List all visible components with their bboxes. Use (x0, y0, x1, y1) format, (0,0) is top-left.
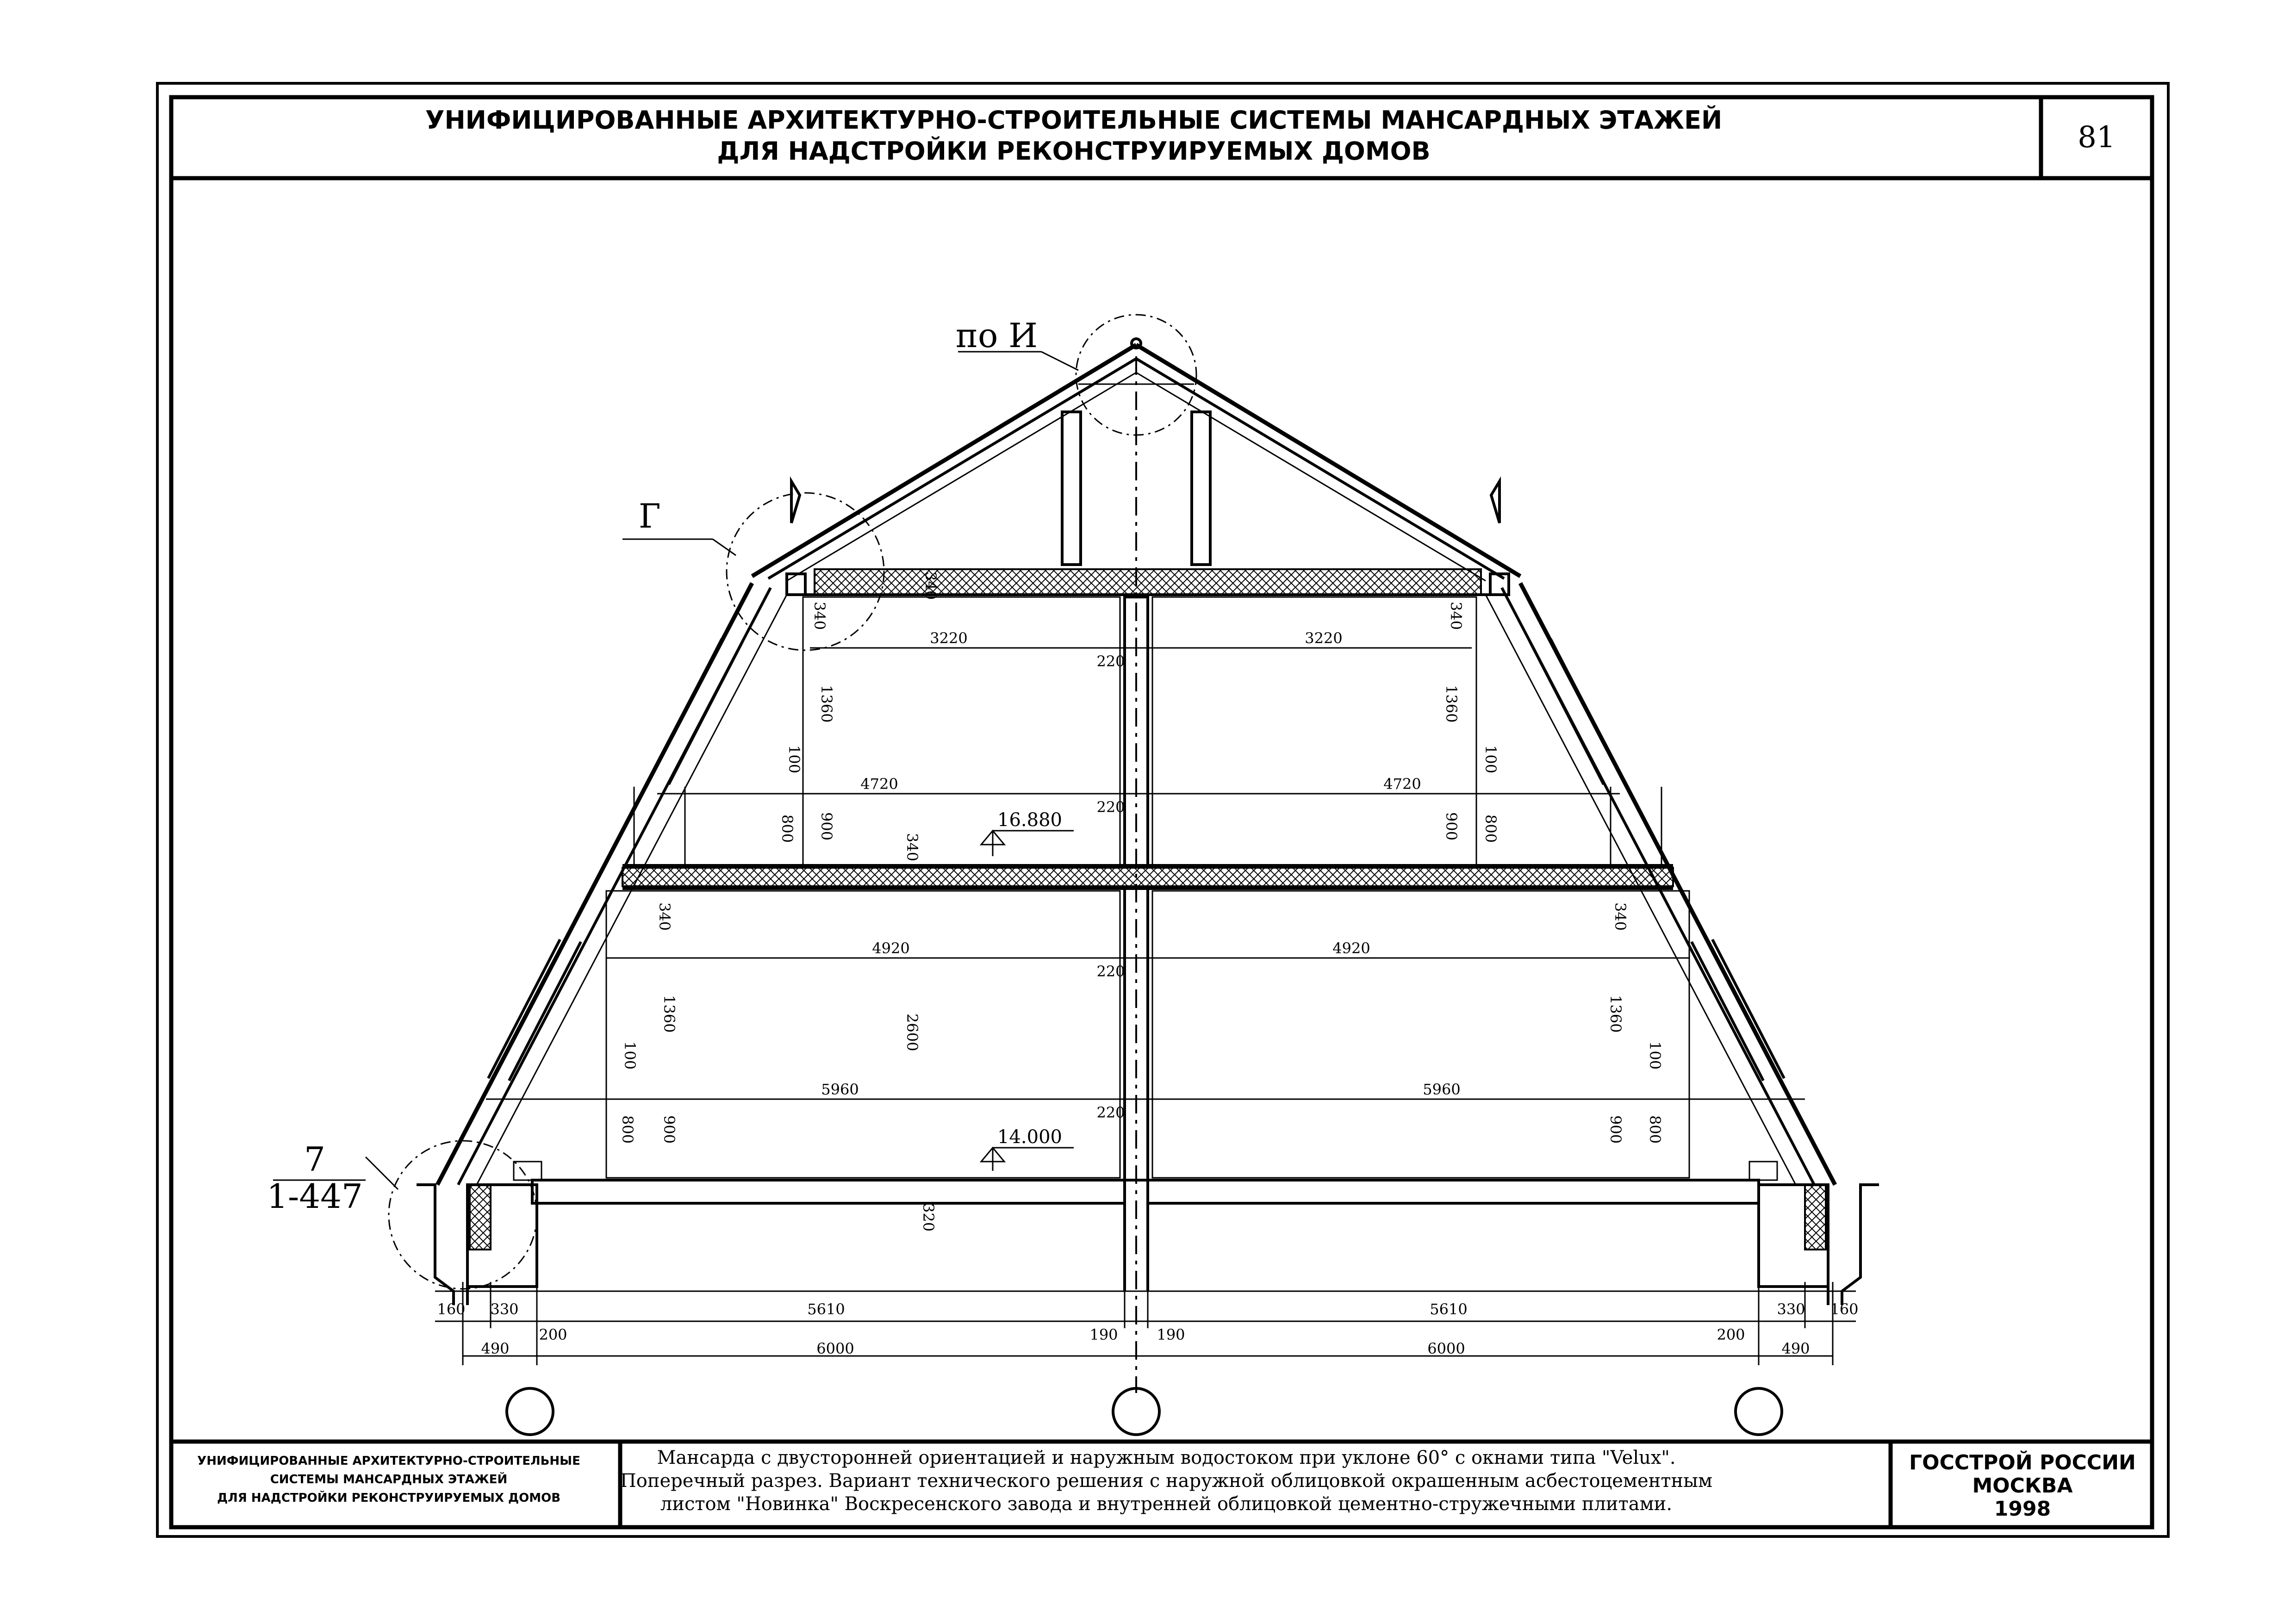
detail-circle-g (726, 492, 885, 651)
dim-220-d: 220 (1096, 1104, 1125, 1121)
callout-eave-bottom: 1-447 (267, 1177, 363, 1216)
dim-5960-right: 5960 (1423, 1081, 1460, 1098)
dim-900-lr: 900 (1607, 1115, 1624, 1144)
dim-3220-right: 3220 (1305, 629, 1342, 647)
detail-circle-eave (388, 1140, 538, 1290)
base-structure (417, 1161, 1879, 1305)
dim-330-left: 330 (490, 1300, 518, 1318)
level-upper: 16.880 (997, 809, 1062, 831)
dim-100-lr: 100 (1646, 1041, 1664, 1070)
middle-slab (622, 864, 1674, 890)
partition (605, 596, 1690, 1181)
dim-340-lower-right: 340 (1612, 902, 1629, 931)
grid-axis-circle-right (1734, 1387, 1783, 1436)
level-lower: 14.000 (997, 1126, 1062, 1148)
upper-roof (751, 337, 1522, 582)
dim-4720-left: 4720 (860, 775, 898, 793)
dim-220-a: 220 (1096, 653, 1125, 670)
dim-800-ll: 800 (619, 1115, 636, 1144)
dim-800-lr: 800 (1646, 1115, 1664, 1144)
dim-900-ul: 900 (818, 812, 835, 840)
dim-4920-right: 4920 (1332, 939, 1370, 957)
tb-desc-line1: Мансарда с двусторонней ориентацией и на… (657, 1447, 1675, 1468)
dim-1360-ul: 1360 (818, 685, 835, 722)
dim-190-left: 190 (1089, 1326, 1118, 1343)
dim-900-ur: 900 (1443, 812, 1460, 840)
upper-slab (785, 568, 1510, 596)
grid-axis-circle-center (1112, 1387, 1161, 1436)
callout-g: Г (639, 497, 661, 535)
dim-320: 320 (920, 1203, 937, 1231)
callout-eave-top: 7 (304, 1140, 325, 1179)
dim-3220-left: 3220 (930, 629, 967, 647)
dim-800-ul: 800 (778, 815, 796, 843)
header-title-line1: УНИФИЦИРОВАННЫЕ АРХИТЕКТУРНО-СТРОИТЕЛЬНЫ… (425, 106, 1722, 135)
dim-160-right: 160 (1830, 1300, 1858, 1318)
dim-1360-ur: 1360 (1443, 685, 1460, 722)
callout-ridge: по И (956, 316, 1038, 355)
dim-160-left: 160 (437, 1300, 465, 1318)
dim-220-b: 220 (1096, 798, 1125, 816)
tb-org-line1: ГОССТРОЙ РОССИИ (1909, 1450, 2136, 1474)
dim-1360-lr: 1360 (1607, 995, 1624, 1032)
tb-desc-line3: листом "Новинка" Воскресенского завода и… (660, 1493, 1672, 1515)
inner-frame (169, 95, 2154, 1530)
section-drawing: по И Г 7 1-447 16.880 14.000 (267, 314, 1879, 1436)
tb-org-line3: 1998 (1994, 1497, 2051, 1521)
dim-6000-right: 6000 (1427, 1340, 1465, 1357)
dim-220-c: 220 (1096, 963, 1125, 980)
dim-1360-ll: 1360 (660, 995, 678, 1032)
dimension-lines (435, 647, 1856, 1365)
dim-800-ur: 800 (1482, 815, 1500, 843)
dim-340-upper-right: 340 (1447, 602, 1465, 630)
tb-left-line2: СИСТЕМЫ МАНСАРДНЫХ ЭТАЖЕЙ (270, 1472, 508, 1486)
tb-desc-line2: Поперечный разрез. Вариант технического … (620, 1470, 1712, 1492)
dim-5610-right: 5610 (1430, 1300, 1467, 1318)
dim-100-ur: 100 (1482, 745, 1500, 773)
dim-2600: 2600 (903, 1014, 921, 1051)
tb-org-line2: МОСКВА (1972, 1474, 2072, 1498)
dim-5960-left: 5960 (821, 1081, 859, 1098)
dim-100-ll: 100 (621, 1041, 639, 1070)
tb-left-line3: ДЛЯ НАДСТРОЙКИ РЕКОНСТРУИРУЕМЫХ ДОМОВ (217, 1490, 560, 1505)
dim-330-right: 330 (1777, 1300, 1805, 1318)
dim-4920-left: 4920 (872, 939, 909, 957)
dim-6000-left: 6000 (816, 1340, 854, 1357)
header-title-line2: ДЛЯ НАДСТРОЙКИ РЕКОНСТРУИРУЕМЫХ ДОМОВ (717, 137, 1430, 166)
tb-left-line1: УНИФИЦИРОВАННЫЕ АРХИТЕКТУРНО-СТРОИТЕЛЬНЫ… (197, 1454, 580, 1468)
dim-100-ul: 100 (785, 745, 803, 773)
dim-5610-left: 5610 (807, 1300, 845, 1318)
detail-circle-ridge (1075, 314, 1197, 436)
grid-axis-circle-left (505, 1387, 554, 1436)
outer-frame (156, 82, 2170, 1538)
page-number: 81 (2078, 120, 2115, 155)
dim-slab-mid: 340 (903, 833, 921, 861)
dim-340-lower-left: 340 (656, 902, 673, 931)
dim-200-left: 200 (539, 1326, 567, 1343)
dim-slab-upper: 340 (922, 572, 940, 600)
dim-190-right: 190 (1157, 1326, 1185, 1343)
dim-4720-right: 4720 (1383, 775, 1421, 793)
dim-340-upper-left: 340 (811, 602, 828, 630)
dim-900-ll: 900 (660, 1115, 678, 1144)
dim-200-right: 200 (1717, 1326, 1745, 1343)
dim-490-right: 490 (1781, 1340, 1810, 1357)
dim-490-left: 490 (481, 1340, 509, 1357)
